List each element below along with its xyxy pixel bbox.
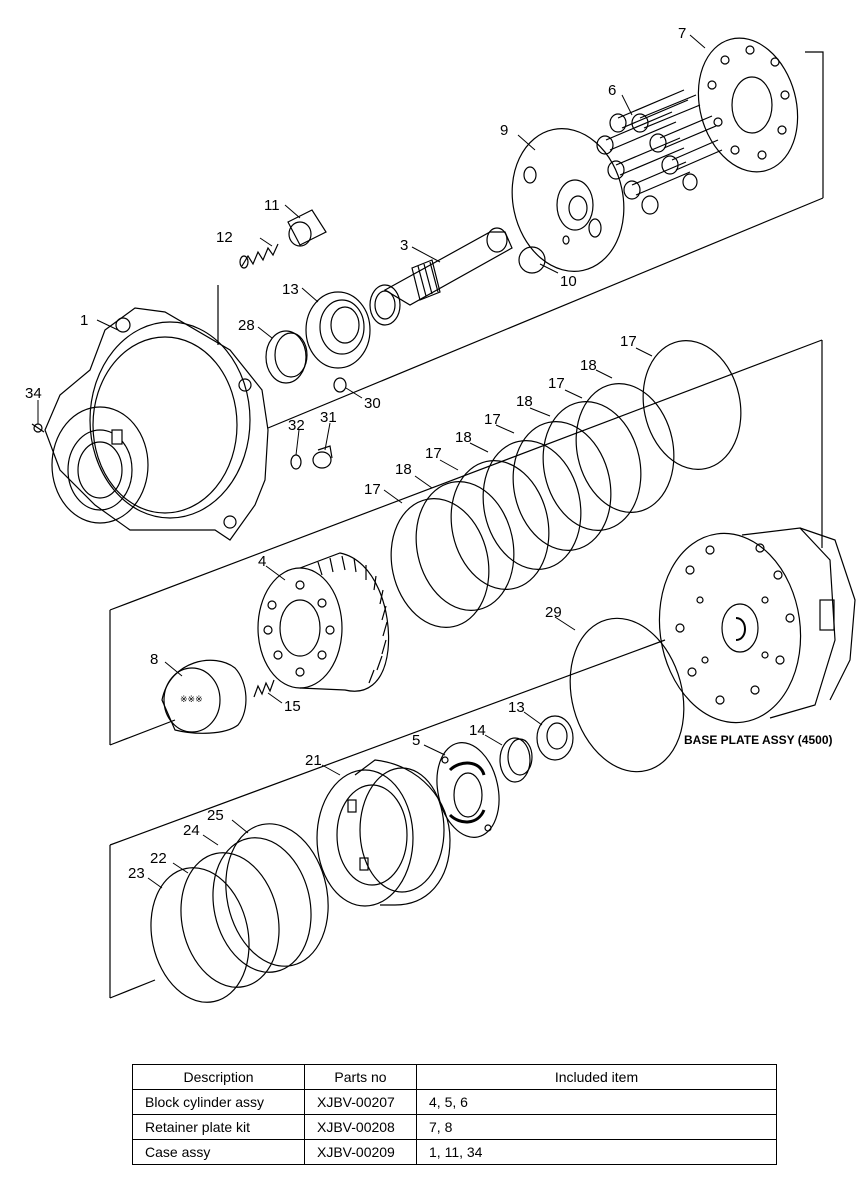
assembly-plane-3 <box>109 639 666 999</box>
callout-7: 7 <box>678 25 686 42</box>
callout-8: 8 <box>150 651 158 668</box>
callout-34: 34 <box>25 385 42 402</box>
o-ring-part-29 <box>569 617 685 773</box>
assembly-plane-1 <box>217 51 824 429</box>
callout-23: 23 <box>128 865 145 882</box>
callouts: 1 3 9 10 11 12 13 28 30 31 32 34 6 7 4 8… <box>25 25 833 882</box>
callout-11: 11 <box>264 197 280 214</box>
callout-19-d: 18 <box>580 357 597 374</box>
base-plate-caption: BASE PLATE ASSY (4500) <box>684 733 833 747</box>
callout-25: 25 <box>207 807 224 824</box>
callout-18-a: 17 <box>364 481 381 498</box>
cell-included: 1, 11, 34 <box>416 1139 777 1165</box>
callout-15: 14 <box>469 722 486 739</box>
callout-18-b: 17 <box>425 445 442 462</box>
callout-3: 3 <box>400 237 408 254</box>
base-plate-assy <box>658 527 856 724</box>
block-cylinder-part-4 <box>257 552 390 692</box>
callout-28: 28 <box>238 317 255 334</box>
cell-included: 7, 8 <box>416 1114 777 1140</box>
cell-included: 4, 5, 6 <box>416 1089 777 1115</box>
plug-part-31 <box>312 445 333 469</box>
housing-part-21 <box>316 759 451 907</box>
header-parts-no: Parts no <box>304 1064 417 1090</box>
cell-parts-no: XJBV-00207 <box>304 1089 417 1115</box>
callout-5: 5 <box>412 732 420 749</box>
retainer-plate-part-9 <box>511 128 625 272</box>
parts-table: Description Parts no Included item Block… <box>132 1064 777 1165</box>
ball-part-10 <box>518 246 546 274</box>
table-row: Case assy XJBV-00209 1, 11, 34 <box>132 1139 777 1165</box>
plate-part-7 <box>697 37 799 173</box>
cell-description: Block cylinder assy <box>132 1089 305 1115</box>
callout-22: 22 <box>150 850 167 867</box>
spring-pin-part-17 <box>253 679 275 698</box>
svg-text:※※※: ※※※ <box>180 694 203 704</box>
shaft-part-3 <box>369 227 513 326</box>
callout-19-b: 18 <box>455 429 472 446</box>
plug-part-34 <box>31 423 45 433</box>
bolts-part-6 <box>596 89 723 215</box>
callout-21: 21 <box>305 752 322 769</box>
callout-19-c: 18 <box>516 393 533 410</box>
callout-6: 6 <box>608 82 616 99</box>
callout-31: 31 <box>320 409 337 426</box>
table-header-row: Description Parts no Included item <box>132 1064 777 1090</box>
o-ring-part-32 <box>290 454 302 470</box>
callout-10: 10 <box>560 273 577 290</box>
callout-30: 30 <box>364 395 381 412</box>
cell-description: Retainer plate kit <box>132 1114 305 1140</box>
bearing-part-14 <box>536 715 574 761</box>
ring-part-15 <box>499 737 533 783</box>
table-row: Block cylinder assy XJBV-00207 4, 5, 6 <box>132 1089 777 1115</box>
bearing-part-13 <box>305 291 371 369</box>
header-description: Description <box>132 1064 305 1090</box>
callout-24: 24 <box>183 822 200 839</box>
callout-13: 13 <box>282 281 299 298</box>
callout-19-a: 18 <box>395 461 412 478</box>
rings-part-22-25 <box>150 823 329 1003</box>
exploded-parts-diagram: ※※※ <box>25 25 856 1003</box>
case-part-1 <box>44 307 269 541</box>
valve-plate-part-5 <box>436 742 500 838</box>
callout-12: 12 <box>216 229 233 246</box>
leader-lines <box>37 34 706 889</box>
retainer-part-8: ※※※ <box>161 659 247 734</box>
assembly-plane-2 <box>109 339 823 746</box>
callout-18-e: 17 <box>620 333 637 350</box>
callout-9: 9 <box>500 122 508 139</box>
cell-description: Case assy <box>132 1139 305 1165</box>
spring-part-12 <box>239 243 279 269</box>
callout-17: 15 <box>284 698 301 715</box>
o-ring-part-30 <box>333 377 347 393</box>
seal-part-28 <box>265 330 308 384</box>
callout-18-c: 17 <box>484 411 501 428</box>
callout-18-d: 17 <box>548 375 565 392</box>
callout-14: 13 <box>508 699 525 716</box>
bushing-part-11 <box>287 209 327 247</box>
callout-4: 4 <box>258 553 266 570</box>
cell-parts-no: XJBV-00209 <box>304 1139 417 1165</box>
header-included-item: Included item <box>416 1064 777 1090</box>
callout-32: 32 <box>288 417 305 434</box>
rings-part-18-19 <box>390 340 742 628</box>
table-row: Retainer plate kit XJBV-00208 7, 8 <box>132 1114 777 1140</box>
cell-parts-no: XJBV-00208 <box>304 1114 417 1140</box>
callout-29: 29 <box>545 604 562 621</box>
callout-1: 1 <box>80 312 88 329</box>
